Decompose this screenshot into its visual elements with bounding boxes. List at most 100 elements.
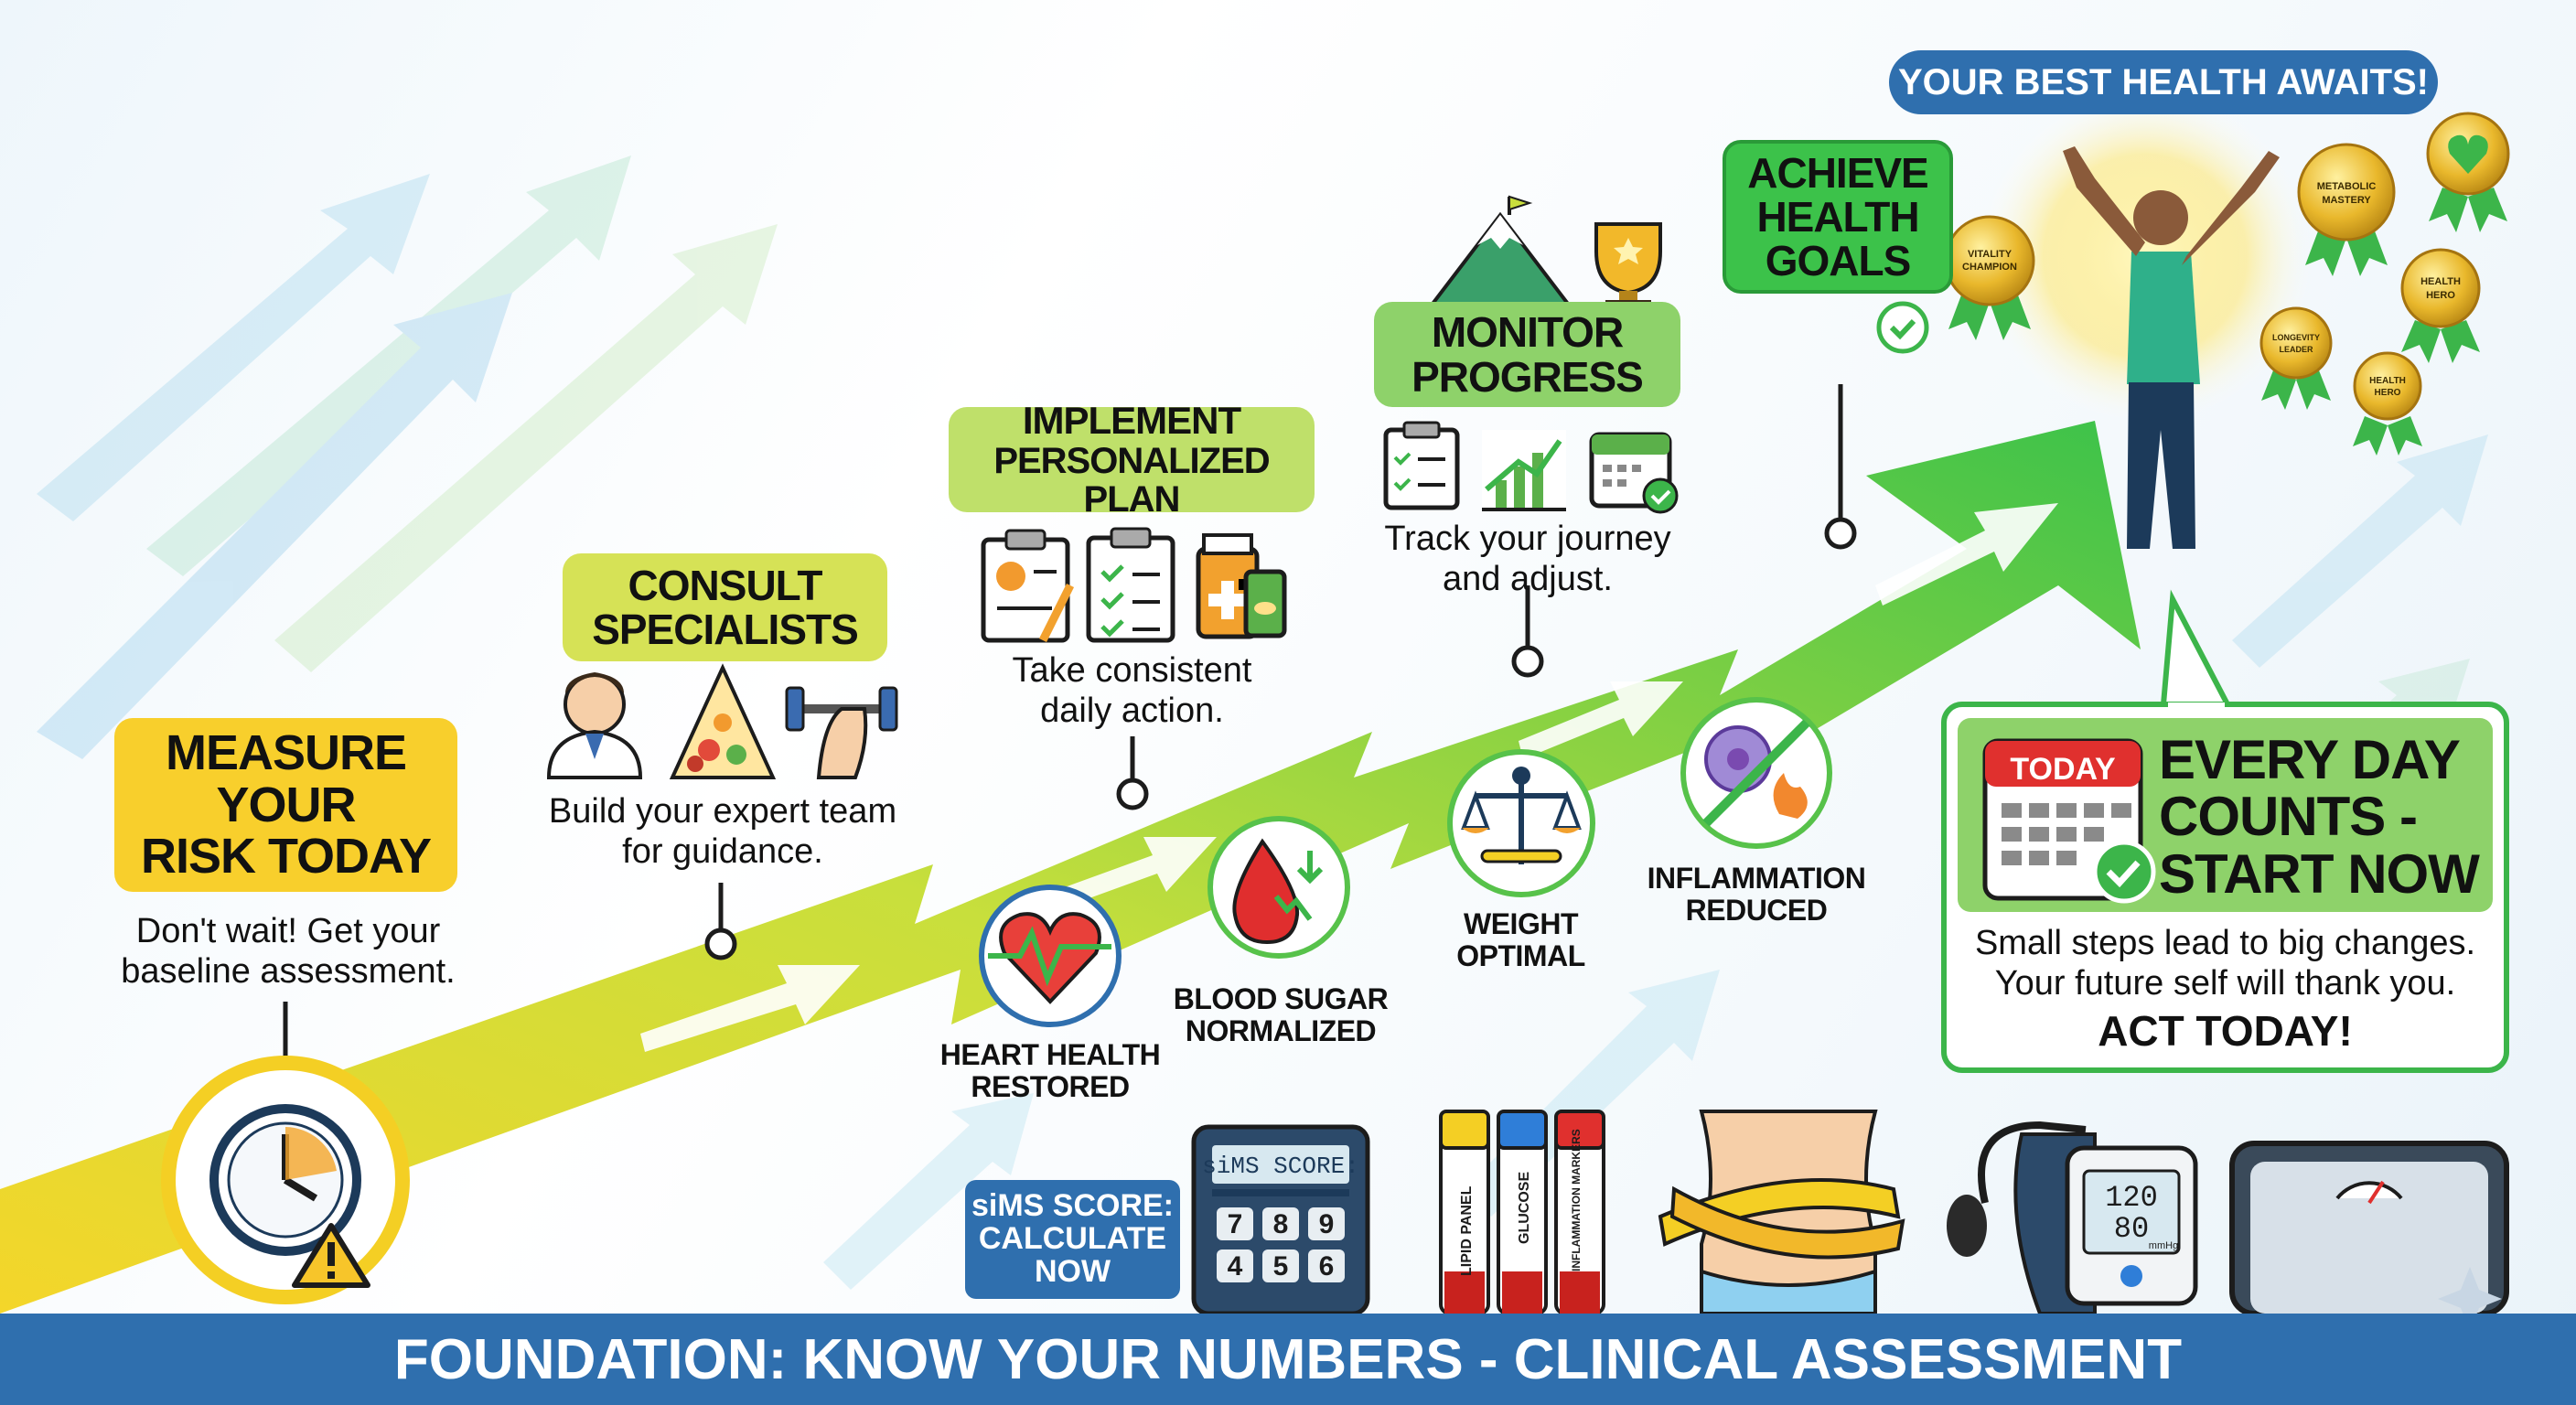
- consult-desc: Build your expert team for guidance.: [535, 792, 910, 872]
- best-health-text: YOUR BEST HEALTH AWAITS!: [1898, 62, 2429, 102]
- badge-hero1-line1: HEALTH: [2420, 276, 2461, 287]
- consult-line1: CONSULT: [628, 561, 823, 609]
- act-today-text: ACT TODAY!: [1948, 1006, 2502, 1056]
- tube-lipid-label: LIPID PANEL: [1459, 1185, 1475, 1276]
- callout-line3: START NOW: [2159, 842, 2480, 905]
- blood-line1: BLOOD SUGAR: [1173, 982, 1389, 1015]
- today-label: TODAY: [1985, 752, 2141, 788]
- heart-health-label: HEART HEALTH RESTORED: [931, 1038, 1169, 1104]
- implement-desc: Take consistent daily action.: [947, 651, 1317, 731]
- heart-health-icon: [979, 885, 1122, 1027]
- sims-score-box: siMS SCORE: CALCULATE NOW: [965, 1180, 1180, 1299]
- measure-desc2: baseline assessment.: [121, 951, 456, 991]
- today-text: TODAY: [2010, 752, 2116, 787]
- check-circle-icon: [1876, 301, 1929, 354]
- callout-sub2: Your future self will thank you.: [1994, 963, 2456, 1003]
- consult-desc2: for guidance.: [622, 831, 823, 871]
- achieve-line2: HEALTH: [1756, 192, 1919, 241]
- inflammation-label: INFLAMMATION REDUCED: [1637, 862, 1875, 928]
- badge-hero1: HEALTH HERO: [2400, 248, 2481, 363]
- sims-line1: siMS SCORE:: [971, 1188, 1175, 1224]
- inflam-line2: REDUCED: [1685, 894, 1828, 928]
- calc-key-7: 7: [1228, 1209, 1243, 1239]
- sims-line2: CALCULATE: [978, 1221, 1167, 1257]
- badge-hero2-line1: HEALTH: [2369, 376, 2406, 386]
- medicine-bottles-icon: [1196, 533, 1287, 639]
- consult-line2: SPECIALISTS: [592, 606, 859, 653]
- celebrating-person-icon: [2063, 146, 2280, 549]
- monitor-box: MONITOR PROGRESS: [1374, 302, 1680, 407]
- clock-warning-icon: [161, 1056, 410, 1304]
- blood-tubes-icon: [1439, 1110, 1605, 1314]
- calc-key-5: 5: [1273, 1251, 1289, 1282]
- footer-text: FOUNDATION: KNOW YOUR NUMBERS - CLINICAL…: [393, 1327, 2183, 1391]
- badge-vitality: VITALITY CHAMPION: [1944, 215, 2035, 340]
- sparkle-icon: [2438, 1267, 2502, 1314]
- implement-line2: PERSONALIZED PLAN: [993, 440, 1270, 520]
- monitor-desc2: and adjust.: [1443, 559, 1613, 598]
- monitor-line2: PROGRESS: [1411, 352, 1644, 401]
- trend-chart-icon: [1482, 430, 1566, 511]
- monitor-line1: MONITOR: [1431, 308, 1624, 357]
- food-pyramid-icon: [669, 663, 777, 779]
- badge-metabolic: METABOLIC MASTERY: [2297, 143, 2396, 276]
- tube-glucose-label: GLUCOSE: [1517, 1172, 1532, 1244]
- heart-line2: RESTORED: [971, 1070, 1130, 1104]
- monitor-desc: Track your journey and adjust.: [1345, 520, 1711, 599]
- measure-desc: Don't wait! Get your baseline assessment…: [105, 912, 471, 992]
- consult-desc1: Build your expert team: [548, 792, 897, 831]
- every-day-heading: EVERY DAY COUNTS - START NOW: [2159, 729, 2493, 905]
- mountain-flag-icon: [1422, 195, 1578, 313]
- measure-desc1: Don't wait! Get your: [135, 912, 441, 950]
- badge-longevity: LONGEVITY LEADER: [2259, 306, 2333, 410]
- calc-key-6: 6: [1319, 1251, 1335, 1282]
- blood-line2: NORMALIZED: [1185, 1014, 1377, 1048]
- checklist-icon: [1383, 421, 1460, 510]
- implement-desc1: Take consistent: [1012, 651, 1252, 690]
- badge-heart: [2426, 112, 2510, 232]
- badge-hero1-line2: HERO: [2426, 290, 2455, 301]
- bp-diastolic: 80: [2114, 1212, 2149, 1246]
- implement-line1: IMPLEMENT: [1022, 399, 1241, 443]
- journey-arrow: [0, 421, 2141, 1314]
- callout-sub1: Small steps lead to big changes.: [1974, 924, 2476, 962]
- implement-box: IMPLEMENT PERSONALIZED PLAN: [949, 401, 1315, 519]
- calc-key-4: 4: [1228, 1251, 1243, 1282]
- badge-metabolic-line1: METABOLIC: [2317, 181, 2377, 192]
- sims-line3: NOW: [1034, 1253, 1111, 1289]
- blood-drop-icon: [1208, 816, 1350, 959]
- achieve-line1: ACHIEVE: [1747, 148, 1928, 197]
- weight-line2: OPTIMAL: [1456, 939, 1585, 973]
- inflam-line1: INFLAMMATION: [1647, 862, 1866, 895]
- tube-inflammation-label: INFLAMMATION MARKERS: [1570, 1129, 1583, 1271]
- calc-key-9: 9: [1319, 1209, 1335, 1239]
- callout-line2: COUNTS -: [2159, 786, 2418, 848]
- heart-line1: HEART HEALTH: [939, 1038, 1161, 1071]
- every-day-callout: [1941, 589, 2509, 1073]
- dumbbell-icon: [785, 686, 898, 779]
- badge-vitality-line2: CHAMPION: [1962, 262, 2017, 273]
- badge-metabolic-line2: MASTERY: [2322, 195, 2371, 206]
- clipboard-chart-icon: [981, 529, 1075, 643]
- calc-screen-text: siMS SCORE:: [1202, 1153, 1359, 1180]
- journey-scene: VITALITY CHAMPION METABOLIC MASTERY HEAL…: [0, 87, 2510, 1314]
- bp-unit: mmHg: [2149, 1240, 2178, 1251]
- doctor-icon: [546, 672, 643, 779]
- measure-risk-box: MEASURE YOUR RISK TODAY: [114, 718, 457, 892]
- connector-dots: [704, 517, 1857, 960]
- badge-vitality-line1: VITALITY: [1968, 249, 2012, 260]
- badge-longevity-line1: LONGEVITY: [2272, 333, 2320, 342]
- best-health-banner: YOUR BEST HEALTH AWAITS!: [1889, 50, 2438, 114]
- blood-pressure-monitor-icon: [1947, 1121, 2198, 1314]
- measure-line3: RISK TODAY: [140, 829, 432, 885]
- callout-line1: EVERY DAY: [2159, 729, 2461, 790]
- weight-line1: WEIGHT: [1464, 907, 1578, 940]
- inflammation-icon: [1680, 697, 1832, 849]
- today-calendar-icon: [1982, 738, 2156, 904]
- act-today: ACT TODAY!: [2098, 1007, 2353, 1055]
- scale-balance-icon: [1447, 749, 1595, 897]
- monitor-desc1: Track your journey: [1384, 520, 1671, 558]
- callout-subtext: Small steps lead to big changes. Your fu…: [1948, 924, 2502, 1003]
- measure-line1: MEASURE: [165, 724, 407, 780]
- clipboard-checklist-icon: [1086, 527, 1175, 643]
